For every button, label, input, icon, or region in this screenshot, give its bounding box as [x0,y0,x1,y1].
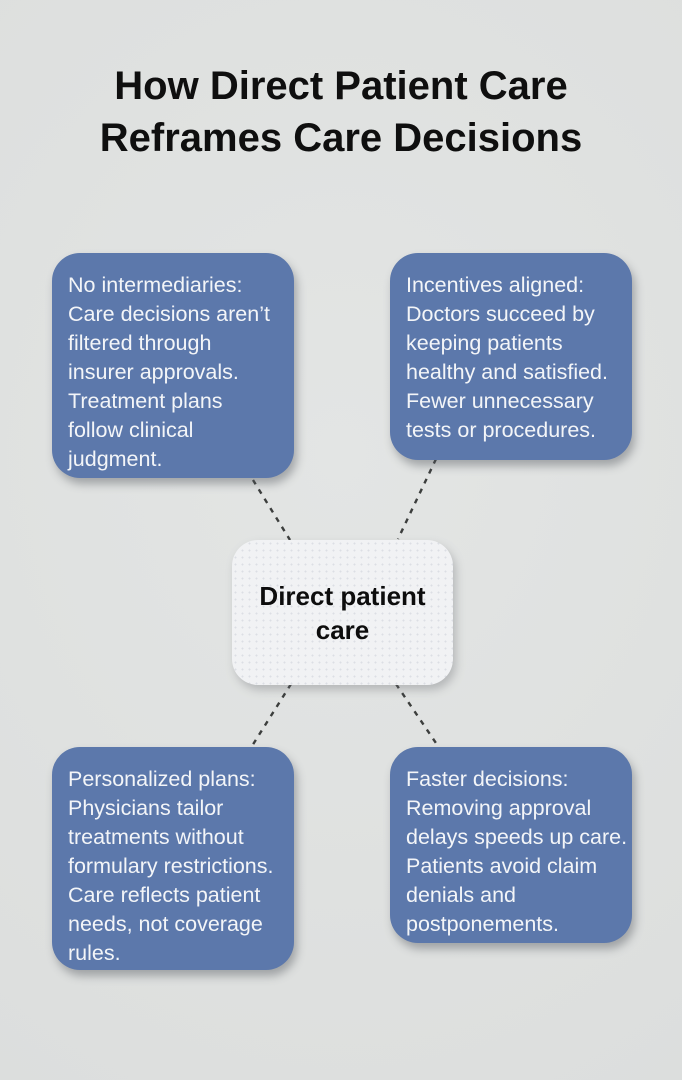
node-incentives-aligned: Incentives aligned: Doctors succeed by k… [390,253,632,460]
connector-line-top-right [396,458,438,540]
connector-line-bottom-right [395,683,439,747]
node-personalized-plans: Personalized plans: Physicians tailor tr… [52,747,294,970]
center-node-label: Direct patient care [259,580,426,645]
node-text: Incentives aligned: Doctors succeed by k… [406,273,608,442]
node-text: No intermediaries: Care decisions aren’t… [68,273,270,471]
page-title: How Direct Patient Care Reframes Care De… [99,64,583,160]
node-faster-decisions: Faster decisions: Removing approval dela… [390,747,632,943]
connector-line-top-left [251,479,292,541]
node-no-intermediaries: No intermediaries: Care decisions aren’t… [52,253,294,478]
center-node: Direct patient care [232,540,453,685]
node-text: Personalized plans: Physicians tailor tr… [68,767,274,965]
node-text: Faster decisions: Removing approval dela… [406,767,628,936]
connector-line-bottom-left [250,683,293,747]
